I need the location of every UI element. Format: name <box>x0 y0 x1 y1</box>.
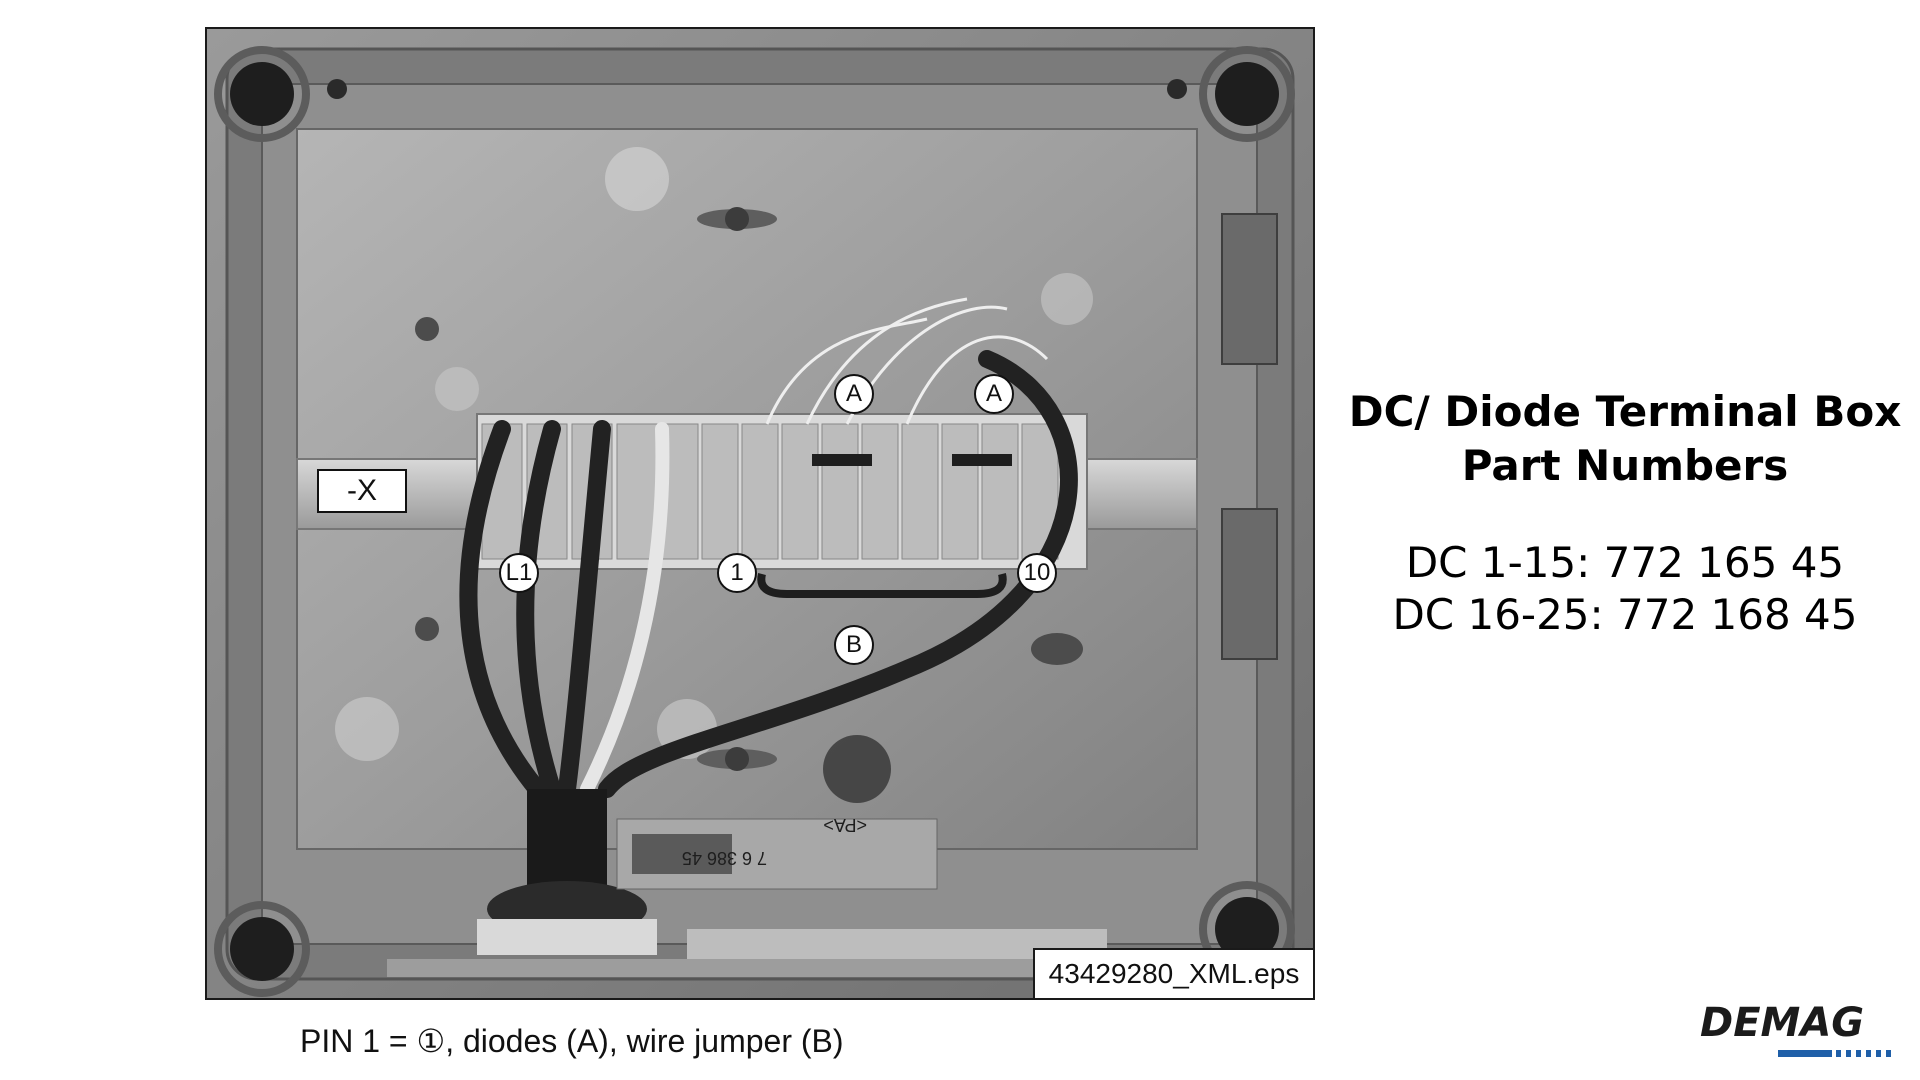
callout-diode-a-left: A <box>834 374 874 414</box>
rail-label: -X <box>317 469 407 513</box>
logo-accent-dots <box>1836 1050 1891 1057</box>
title-line-1: DC/ Diode Terminal Box <box>1348 387 1902 436</box>
part-number-dc-16-25: DC 16-25: 772 168 45 <box>1392 590 1858 639</box>
terminal-box-illustration: 7 6 386 45 <PA> <box>207 29 1313 998</box>
callout-pin-10: 10 <box>1017 553 1057 593</box>
file-name-label: 43429280_XML.eps <box>1033 948 1313 998</box>
demag-logo: DEMAG <box>1700 1000 1910 1060</box>
part-number-dc-1-15: DC 1-15: 772 165 45 <box>1405 538 1845 587</box>
title-line-2: Part Numbers <box>1461 441 1789 490</box>
terminal-box-photo: 7 6 386 45 <PA> -X L1 1 10 A A B 4342928… <box>205 27 1315 1000</box>
callout-pin-1: 1 <box>717 553 757 593</box>
part-stamp: 7 6 386 45 <box>682 848 767 868</box>
logo-accent-bar <box>1778 1050 1832 1057</box>
callout-l1: L1 <box>499 553 539 593</box>
pa-mark: <PA> <box>823 815 867 835</box>
callout-wire-jumper-b: B <box>834 625 874 665</box>
callout-diode-a-right: A <box>974 374 1014 414</box>
logo-text: DEMAG <box>1700 1000 1865 1046</box>
title-block: DC/ Diode Terminal Box Part Numbers DC 1… <box>1340 385 1910 641</box>
photo-caption: PIN 1 = ①, diodes (A), wire jumper (B) <box>300 1023 844 1059</box>
